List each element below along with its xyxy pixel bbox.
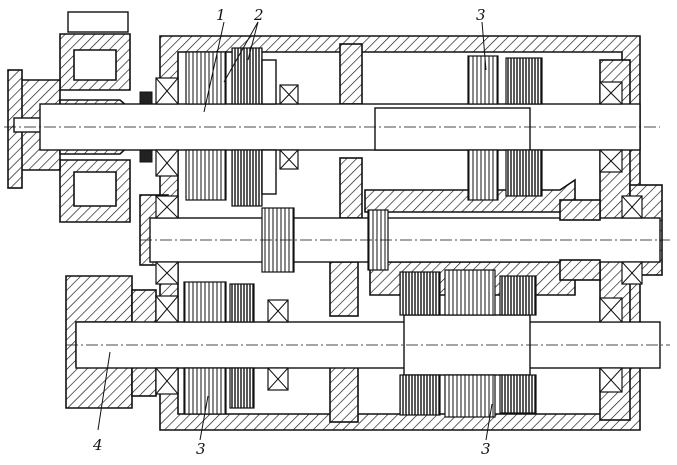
leader-lines [97, 21, 493, 441]
middle-gear-set [261, 199, 601, 281]
callout-4: 4 [92, 436, 103, 454]
callout-2: 2 [253, 6, 264, 24]
shafts [39, 103, 661, 376]
callout-3-bottom-left: 3 [196, 440, 206, 458]
callout-1: 1 [216, 6, 226, 24]
callout-3-bottom-right: 3 [481, 440, 491, 458]
lower-gear-set [183, 269, 537, 418]
callout-labels: 1 2 3 4 3 3 [92, 6, 491, 458]
centerlines [4, 126, 670, 346]
bearings [155, 77, 643, 395]
callout-3-top: 3 [476, 6, 486, 24]
upper-gear-set [185, 47, 543, 207]
